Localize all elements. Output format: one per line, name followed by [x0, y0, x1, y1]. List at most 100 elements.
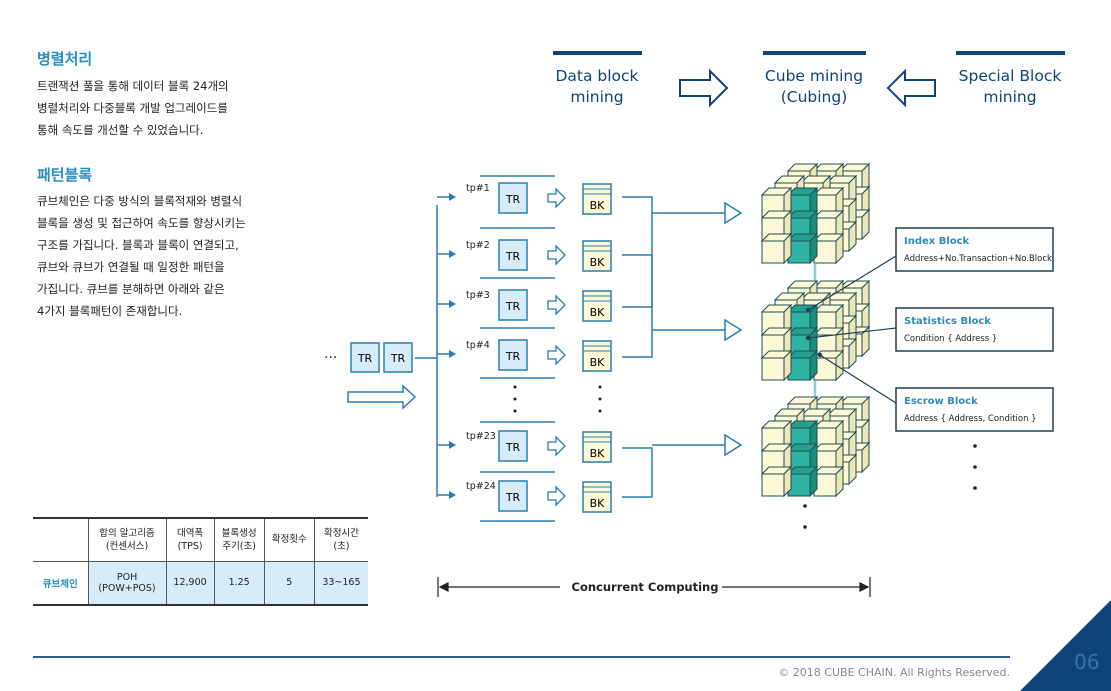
header-data-block: Data block mining: [553, 51, 642, 106]
bk-block: BK: [582, 290, 612, 322]
text-line: 통해 속도를 개선할 수 있었습니다.: [37, 123, 204, 137]
footer-divider: [33, 656, 1010, 658]
transaction-pool-row: tp#4TR BK: [437, 339, 612, 372]
header-cube-mining: Cube mining (Cubing): [763, 51, 866, 106]
section-title-parallel: 병렬처리: [37, 50, 93, 68]
table-header-consensus: 합의 알고리즘(컨센서스): [87, 518, 167, 561]
cell-block-time: 1.25: [213, 561, 265, 605]
callout-title: Index Block: [904, 236, 970, 247]
svg-text:TR: TR: [357, 352, 373, 365]
tr-box: [498, 239, 528, 271]
bk-label: BK: [590, 447, 606, 460]
arrow-right-icon: [679, 68, 729, 108]
text-line: 큐브와 큐브가 연결될 때 일정한 패턴을: [37, 260, 225, 274]
callout-index-block: Index BlockAddress+No.Transaction+No.Blo…: [805, 227, 1054, 313]
text-line: 트랜잭션 풀을 통해 데이터 블록 24개의: [37, 79, 229, 93]
text-line: 구조를 가집니다. 블록과 블록이 연결되고,: [37, 238, 239, 252]
cell-confirmations: 5: [263, 561, 315, 605]
bk-label: BK: [590, 306, 606, 319]
header-special-block: Special Block mining: [956, 51, 1065, 106]
page-corner: [1020, 600, 1111, 691]
section-text-pattern: 큐브체인은 다중 방식의 블록적재와 병렬식 블록을 생성 및 접근하여 속도를…: [37, 190, 297, 322]
text-line: 블록을 생성 및 접근하여 속도를 향상시키는: [37, 216, 246, 230]
table-row: 큐브체인 POH(POW+POS) 12,900 1.25 5 33~165: [33, 561, 368, 605]
tr-label: TR: [505, 300, 521, 313]
bk-block: BK: [582, 340, 612, 372]
text-line: 큐브체인은 다중 방식의 블록적재와 병렬식: [37, 194, 243, 208]
pool-label: tp#2: [466, 240, 490, 251]
transaction-pool-row: tp#2TR BK: [437, 239, 612, 272]
input-arrow-icon: [347, 384, 417, 410]
table-header-confirm-time: 확정시간(초): [313, 518, 368, 561]
callout-title: Statistics Block: [904, 316, 991, 327]
section-text-parallel: 트랜잭션 풀을 통해 데이터 블록 24개의 병렬처리와 다중블록 개발 업그레…: [37, 75, 297, 141]
svg-text:mining: mining: [570, 88, 623, 106]
arrow-icon: [449, 250, 456, 258]
more-dots: ···: [324, 350, 337, 366]
arrow-left-icon: [886, 68, 936, 108]
cube-arrow-icon: [724, 318, 743, 342]
tr-label: TR: [505, 250, 521, 263]
cube-2: [760, 279, 871, 382]
svg-text:TR: TR: [390, 352, 406, 365]
arrow-icon: [449, 193, 456, 201]
tr-label: TR: [505, 491, 521, 504]
bk-label: BK: [590, 256, 606, 269]
arrow-icon: [449, 300, 456, 308]
callout-title: Escrow Block: [904, 396, 978, 407]
text-line: 가집니다. 큐브를 분해하면 아래와 같은: [37, 282, 225, 296]
svg-text:Special Block: Special Block: [959, 67, 1062, 85]
tr-box: [498, 289, 528, 321]
svg-text:Cube mining: Cube mining: [765, 67, 863, 85]
cell-consensus: POH(POW+POS): [87, 561, 167, 605]
pool-label: tp#24: [466, 481, 496, 492]
cell-confirm-time: 33~165: [313, 561, 368, 605]
bk-label: BK: [590, 199, 606, 212]
tr-label: TR: [505, 441, 521, 454]
transaction-pool-row: tp#3TR BK: [437, 289, 612, 322]
tr-label: TR: [505, 350, 521, 363]
hollow-arrow-icon: [547, 187, 566, 209]
row-label: 큐브체인: [33, 561, 88, 605]
hollow-arrow-icon: [547, 435, 566, 457]
pool-label: tp#1: [466, 183, 490, 194]
pool-label: tp#3: [466, 290, 490, 301]
copyright: © 2018 CUBE CHAIN. All Rights Reserved.: [778, 666, 1010, 679]
text-line: 병렬처리와 다중블록 개발 업그레이드를: [37, 101, 228, 115]
table-header-tps: 대역폭(TPS): [165, 518, 215, 561]
arrow-icon: [449, 491, 456, 499]
tr-box: [498, 339, 528, 371]
concurrent-computing-span: [437, 577, 871, 597]
tr-box: [498, 430, 528, 462]
input-tr-2: TR: [383, 342, 413, 373]
concurrent-computing-label: Concurrent Computing: [572, 580, 719, 594]
tr-label: TR: [505, 193, 521, 206]
cell-tps: 12,900: [165, 561, 215, 605]
callout-desc: Address+No.Transaction+No.Block: [904, 254, 1052, 264]
cube-arrow-icon: [724, 201, 743, 225]
cube-3: [760, 395, 871, 498]
callout-desc: Condition { Address }: [904, 334, 997, 344]
svg-text:(Cubing): (Cubing): [781, 88, 848, 106]
svg-text:mining: mining: [983, 88, 1036, 106]
hollow-arrow-icon: [547, 344, 566, 366]
bk-label: BK: [590, 356, 606, 369]
svg-text:Data block: Data block: [555, 67, 638, 85]
table-header-confirmations: 확정횟수: [263, 518, 315, 561]
page-number: 06: [1074, 650, 1100, 674]
bk-block: BK: [582, 183, 612, 215]
pool-label: tp#23: [466, 431, 496, 442]
section-title-pattern: 패턴블록: [37, 166, 93, 184]
pool-label: tp#4: [466, 340, 490, 351]
cube-arrow-icon: [724, 433, 743, 457]
bk-block: BK: [582, 240, 612, 272]
hollow-arrow-icon: [547, 244, 566, 266]
arrow-icon: [449, 350, 456, 358]
input-tr-1: TR: [350, 342, 380, 373]
transaction-pool-row: tp#1TR BK: [437, 182, 612, 215]
tr-box: [498, 480, 528, 512]
callout-desc: Address { Address, Condition }: [904, 414, 1037, 424]
bk-block: BK: [582, 481, 612, 513]
